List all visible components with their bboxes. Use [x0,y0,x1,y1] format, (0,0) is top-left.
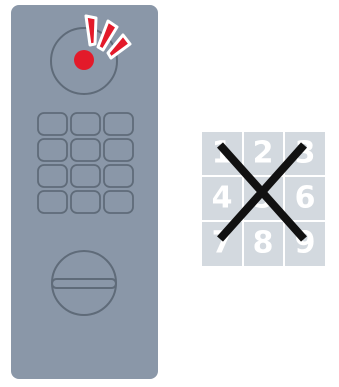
keypad-key-6: 6 [295,181,316,216]
keypad-key-4: 4 [212,181,233,216]
access-panel [11,5,158,379]
keypad-key-2: 2 [253,136,274,171]
alert-dot-icon [74,50,94,70]
keypad-key-8: 8 [253,226,274,261]
disabled-keypad: 1 2 3 4 5 6 7 8 9 [202,132,325,266]
